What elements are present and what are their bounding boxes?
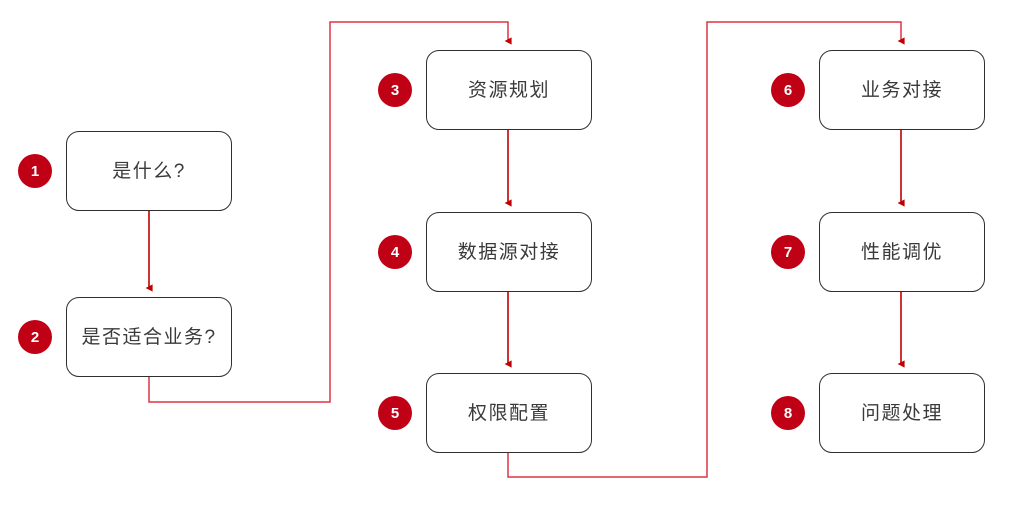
flow-node-3[interactable]: 资源规划 [426, 50, 592, 130]
flow-node-6[interactable]: 业务对接 [819, 50, 985, 130]
flow-node-1[interactable]: 是什么? [66, 131, 232, 211]
flow-node-8[interactable]: 问题处理 [819, 373, 985, 453]
step-badge-4[interactable]: 4 [378, 235, 412, 269]
step-badge-6[interactable]: 6 [771, 73, 805, 107]
flow-node-label: 资源规划 [467, 79, 550, 101]
step-badge-number: 6 [783, 81, 793, 99]
step-badge-7[interactable]: 7 [771, 235, 805, 269]
step-badge-number: 3 [390, 81, 400, 99]
step-badge-1[interactable]: 1 [18, 154, 52, 188]
flow-node-4[interactable]: 数据源对接 [426, 212, 592, 292]
step-badge-number: 5 [390, 404, 400, 422]
flow-node-label: 数据源对接 [457, 241, 561, 263]
step-badge-number: 2 [30, 328, 40, 346]
step-badge-2[interactable]: 2 [18, 320, 52, 354]
step-badge-8[interactable]: 8 [771, 396, 805, 430]
flow-node-label: 是什么? [112, 160, 186, 182]
step-badge-number: 8 [783, 404, 793, 422]
flow-node-label: 业务对接 [860, 79, 943, 101]
flow-node-label: 问题处理 [860, 402, 943, 424]
flow-node-label: 是否适合业务? [81, 326, 217, 348]
flow-node-7[interactable]: 性能调优 [819, 212, 985, 292]
step-badge-3[interactable]: 3 [378, 73, 412, 107]
step-badge-number: 4 [390, 243, 400, 261]
flow-node-label: 性能调优 [860, 241, 943, 263]
flow-node-2[interactable]: 是否适合业务? [66, 297, 232, 377]
step-badge-number: 7 [783, 243, 793, 261]
flow-node-5[interactable]: 权限配置 [426, 373, 592, 453]
step-badge-number: 1 [30, 162, 40, 180]
step-badge-5[interactable]: 5 [378, 396, 412, 430]
flow-node-label: 权限配置 [467, 402, 550, 424]
